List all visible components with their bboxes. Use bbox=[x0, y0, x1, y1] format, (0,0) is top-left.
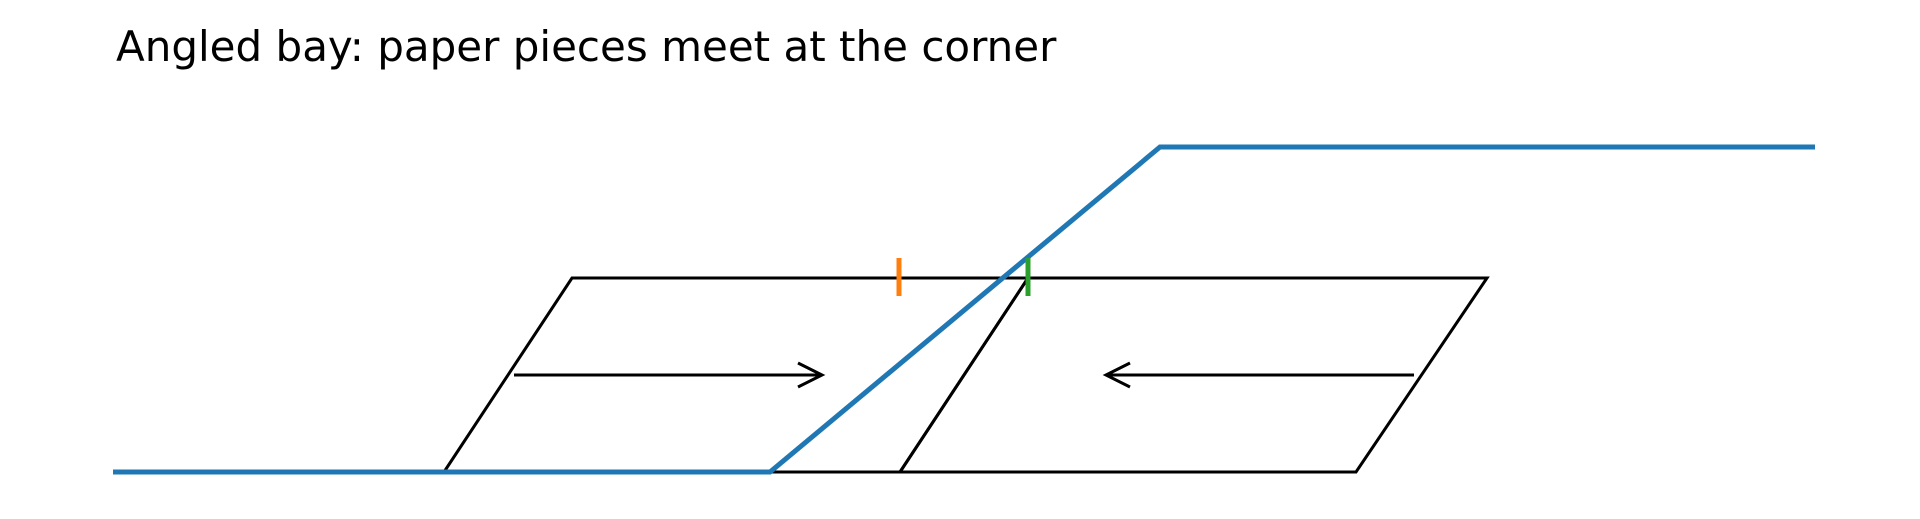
bay-wall-line bbox=[113, 144, 1815, 475]
right-arrow-left-icon bbox=[1102, 361, 1414, 389]
right-paper-piece bbox=[897, 276, 1490, 474]
diagram-title: Angled bay: paper pieces meet at the cor… bbox=[116, 22, 1057, 71]
left-arrow-right-icon bbox=[514, 361, 826, 389]
